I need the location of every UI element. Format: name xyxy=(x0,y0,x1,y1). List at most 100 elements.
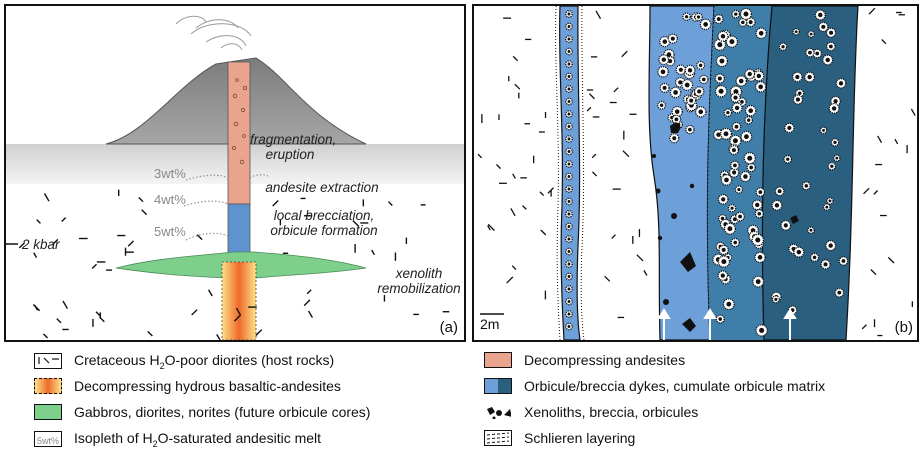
orbicule-core xyxy=(825,206,828,209)
host-rock-dash xyxy=(507,277,513,283)
host-rock-dash xyxy=(63,301,67,309)
host-rock-dash xyxy=(192,310,197,315)
orbicule-core xyxy=(833,99,837,103)
orbicule-core xyxy=(740,100,744,104)
orbicule-core xyxy=(568,75,571,78)
orbicule-core xyxy=(729,39,734,44)
host-rock-dash xyxy=(515,84,520,89)
host-rock-dash xyxy=(478,154,482,158)
orbicule-core xyxy=(726,302,731,307)
host-rock-dash xyxy=(895,139,898,144)
legend-dykes-text: Orbicule/breccia dykes, cumulate orbicul… xyxy=(524,378,825,394)
host-rock-dash xyxy=(148,331,153,336)
brecciation-label: local brecciation, orbicule formation xyxy=(254,208,394,238)
orbicule-core xyxy=(568,138,571,141)
orbicule-core xyxy=(685,83,690,88)
extraction-label: andesite extraction xyxy=(252,180,392,195)
orbicule-core xyxy=(679,68,683,72)
main-dyke-light xyxy=(649,6,714,340)
orbicule-core xyxy=(724,131,729,136)
orbicule-core xyxy=(568,275,571,278)
orbicule-core xyxy=(786,158,789,161)
orbicule-core xyxy=(702,78,706,82)
orbicule-core xyxy=(698,110,703,115)
orbicule-core xyxy=(837,291,841,295)
host-rock-dash xyxy=(496,164,500,168)
orbicule-core xyxy=(759,328,764,333)
orbicule-core xyxy=(798,92,802,96)
orbicule-core xyxy=(663,86,667,90)
orbicule-core xyxy=(722,248,726,252)
orbicule-core xyxy=(727,226,732,231)
orbicule-core xyxy=(733,241,737,245)
host-rock-dash xyxy=(513,174,516,179)
host-rock-dash xyxy=(871,269,876,274)
orbicule-core xyxy=(717,17,721,21)
panel-b-drawing xyxy=(474,6,917,340)
orbicule-core xyxy=(755,237,760,242)
orbicule-core xyxy=(784,223,788,227)
panel-b-label: (b) xyxy=(895,319,913,336)
basaltic-swatch xyxy=(34,378,62,394)
orbicule-core xyxy=(568,88,571,91)
pressure-label: 2 kbar xyxy=(22,237,60,252)
host-rock-dash xyxy=(33,304,39,310)
orbicule-core xyxy=(568,325,571,328)
orbicule-core xyxy=(756,279,761,284)
orbicule-core xyxy=(568,25,571,28)
orbicule-core xyxy=(568,288,571,291)
orbicule-core xyxy=(795,75,799,79)
host-rock-dash xyxy=(864,188,869,193)
orbicule-core xyxy=(744,12,749,17)
orbicule-core xyxy=(667,52,672,57)
legend-isopleth-text: Isopleth of H2O-saturated andesitic melt xyxy=(74,430,321,449)
orbicule-core xyxy=(688,128,692,132)
orbicule-core xyxy=(775,203,779,207)
orbicule-core xyxy=(813,256,817,260)
orbicule-core xyxy=(663,39,668,44)
host-rock-dash xyxy=(43,334,47,338)
host-rock-dash xyxy=(888,257,894,263)
host-rock-dash xyxy=(541,230,546,235)
orbicule-core xyxy=(835,157,838,160)
andesite-conduit xyxy=(228,62,250,204)
orbicule-core xyxy=(671,37,675,41)
orbicule-core xyxy=(568,100,571,103)
legend-schlieren: Schlieren layering xyxy=(484,430,635,446)
orbicule-core xyxy=(568,13,571,16)
orbicule-core xyxy=(675,118,679,122)
orbicule-core xyxy=(568,113,571,116)
host-rock-dash xyxy=(57,319,61,323)
panel-a-label: (a) xyxy=(440,319,458,336)
orbicule-core xyxy=(697,15,700,18)
host-rock-swatch xyxy=(34,353,62,369)
orbicule-core xyxy=(568,213,571,216)
orbicule-core xyxy=(568,313,571,316)
host-rock-dash xyxy=(34,253,37,258)
thin-dyke-margin-right xyxy=(581,6,584,340)
orbicule-core xyxy=(724,178,729,183)
orbicule-core xyxy=(697,89,701,93)
orbicule-core xyxy=(808,51,812,55)
orbicule-core xyxy=(673,90,678,95)
fragmentation-label: fragmentation, eruption xyxy=(250,132,330,162)
orbicule-core xyxy=(748,108,753,113)
orbicule-core xyxy=(738,215,742,219)
legend-gabbro-text: Gabbros, diorites, norites (future orbic… xyxy=(74,404,370,420)
host-rock-dash xyxy=(256,330,262,336)
isopleth-3wt-label: 3wt% xyxy=(154,166,186,181)
orbicule-core xyxy=(758,190,762,194)
host-rock-dash xyxy=(217,334,220,340)
host-rock-dash xyxy=(45,194,49,202)
orbicule-core xyxy=(568,250,571,253)
orbicule-core xyxy=(568,263,571,266)
host-rock-dash xyxy=(540,192,544,196)
orbicule-core xyxy=(568,225,571,228)
orbicule-core xyxy=(741,21,745,25)
legend: Cretaceous H2O-poor diorites (host rocks… xyxy=(0,344,923,459)
host-rock-dash xyxy=(874,191,878,195)
orbicule-core xyxy=(699,64,702,67)
orbicule-core xyxy=(829,200,832,203)
host-rock-dash xyxy=(614,88,618,92)
host-rock-dash xyxy=(128,241,133,246)
